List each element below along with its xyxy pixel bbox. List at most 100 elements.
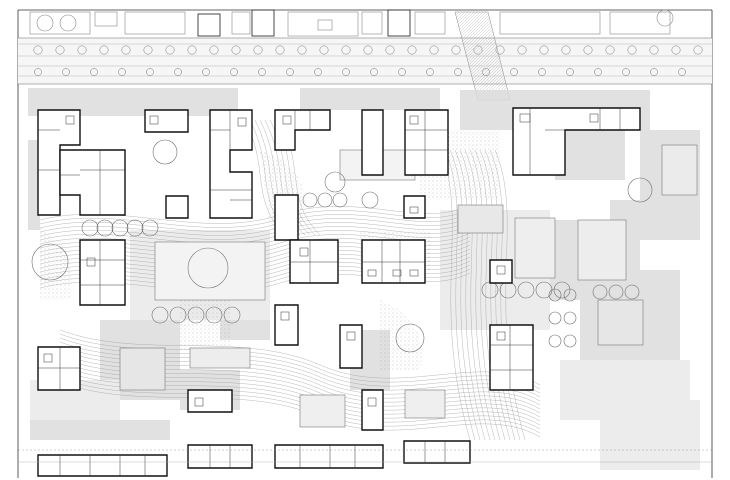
tree (548, 311, 562, 325)
tree (223, 306, 241, 324)
stair-core (409, 115, 419, 125)
street-tree (187, 45, 197, 55)
building-b1 (37, 109, 81, 216)
building-b21 (361, 389, 384, 431)
street-tree (77, 45, 87, 55)
street-tree (407, 45, 417, 55)
stair-core (280, 311, 290, 321)
street-tree (451, 45, 461, 55)
stair-core (392, 269, 402, 277)
building-b14 (361, 239, 426, 284)
tree (361, 191, 379, 209)
tree (152, 139, 178, 165)
tree (126, 219, 144, 237)
stair-core (409, 206, 419, 214)
street-tree (202, 68, 210, 76)
public-squares (119, 144, 698, 428)
street-tree (605, 45, 615, 55)
stair-core (43, 353, 53, 363)
stair-core (409, 269, 419, 277)
street-tree (594, 68, 602, 76)
street-tree (510, 68, 518, 76)
southern-street (18, 449, 712, 463)
tree (548, 334, 562, 348)
stair-core (299, 247, 309, 257)
flow-line (459, 149, 491, 441)
building-b12 (79, 239, 126, 306)
street-tree (297, 45, 307, 55)
building-b13 (289, 239, 339, 284)
building-b9 (165, 195, 189, 219)
tree (563, 334, 577, 348)
building-b6 (361, 109, 384, 176)
stair-core (367, 397, 377, 407)
street-tree (539, 45, 549, 55)
building-b20 (187, 389, 233, 413)
tree (517, 281, 535, 299)
street-tree (342, 68, 350, 76)
tree (624, 284, 640, 300)
tree (205, 306, 223, 324)
street-tree (627, 45, 637, 55)
street-tree (671, 45, 681, 55)
northern-street (18, 37, 712, 85)
building-b4 (209, 109, 253, 219)
flow-line (469, 149, 501, 441)
street-tree (429, 45, 439, 55)
tree-groves (31, 139, 653, 353)
building-b16 (274, 304, 299, 346)
stair-core (589, 113, 599, 123)
street-tree (583, 45, 593, 55)
street-tree (678, 68, 686, 76)
street-tree (426, 68, 434, 76)
tree (169, 306, 187, 324)
street-tree (649, 45, 659, 55)
street-tree (230, 68, 238, 76)
street-tree (566, 68, 574, 76)
tree (141, 219, 159, 237)
interior-walls (38, 108, 621, 476)
flow-line (444, 149, 476, 441)
building-b7 (404, 109, 449, 176)
tree (395, 323, 425, 353)
tree (592, 284, 608, 300)
tree (608, 284, 624, 300)
stair-core (519, 113, 531, 123)
flow-line (449, 149, 481, 441)
street-tree (622, 68, 630, 76)
stair-core (282, 115, 292, 125)
street-tree (143, 45, 153, 55)
context-buildings-north (29, 9, 674, 37)
tree (187, 306, 205, 324)
tree (553, 281, 571, 299)
tree (317, 192, 333, 208)
street-tree (650, 68, 658, 76)
stair-core (367, 269, 377, 277)
building-b15 (489, 259, 513, 284)
tree (111, 219, 129, 237)
stair-core (86, 257, 96, 267)
street-tree (398, 68, 406, 76)
stair-core (149, 115, 159, 125)
street-tree (253, 45, 263, 55)
street-tree (538, 68, 546, 76)
building-b24 (274, 444, 384, 469)
drawing-frame (17, 9, 713, 478)
plaza-circle (187, 247, 229, 289)
street-tree (454, 68, 462, 76)
street-tree (314, 68, 322, 76)
buildings (37, 107, 641, 477)
street-tree (275, 45, 285, 55)
building-b10 (274, 194, 299, 241)
street-tree (165, 45, 175, 55)
building-b17 (339, 324, 363, 369)
street-tree (341, 45, 351, 55)
street-tree (319, 45, 329, 55)
tree (563, 288, 577, 302)
building-b25 (403, 440, 471, 464)
tree (332, 192, 348, 208)
street-tree (146, 68, 154, 76)
street-tree (209, 45, 219, 55)
building-b19 (37, 346, 81, 391)
